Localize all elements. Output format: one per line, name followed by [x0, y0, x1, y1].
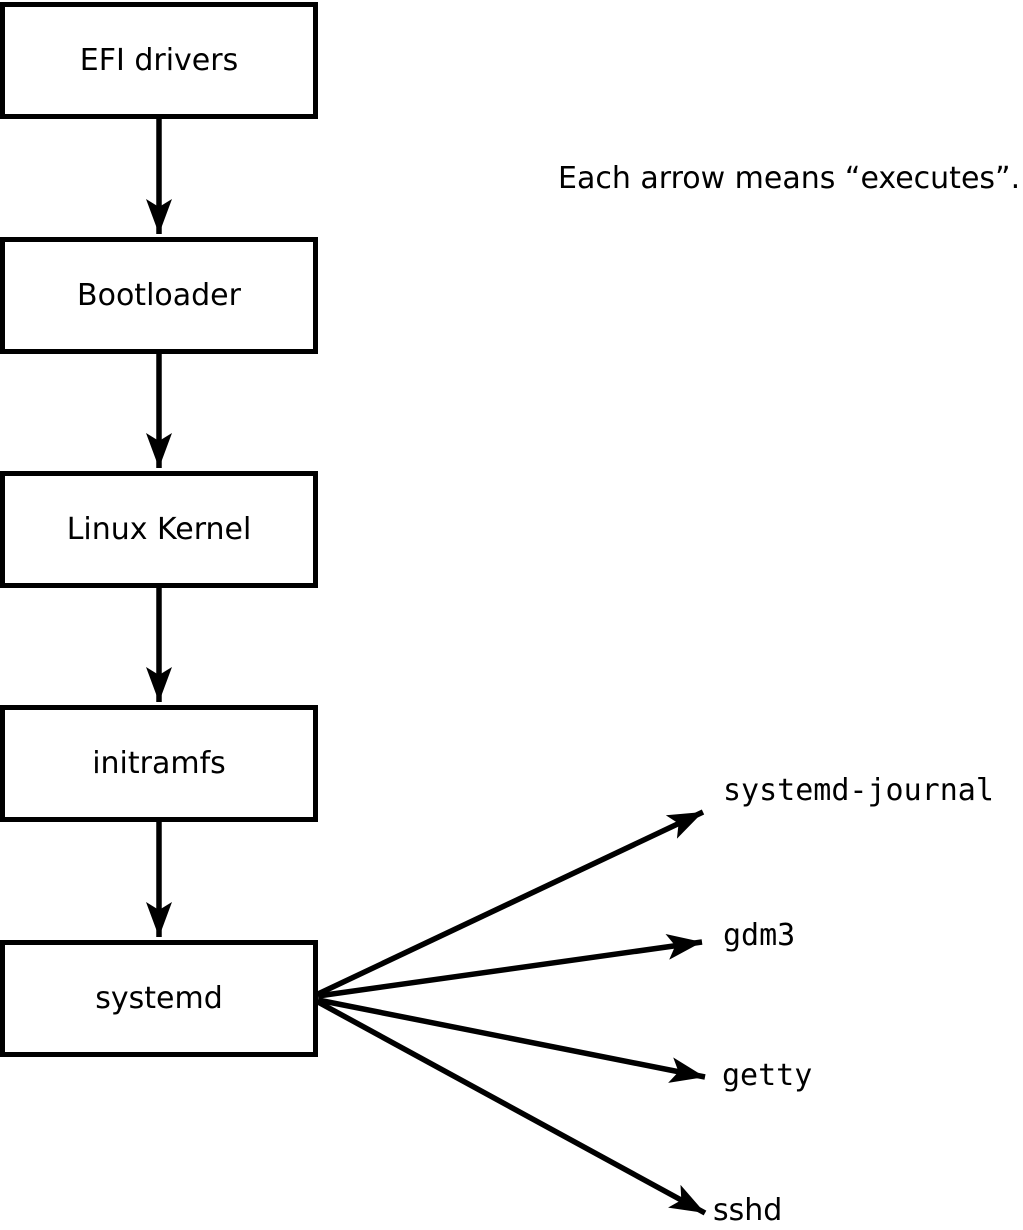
node-bootloader-label: Bootloader — [77, 277, 241, 313]
node-efi-drivers: EFI drivers — [0, 2, 318, 119]
node-systemd-label: systemd — [95, 980, 223, 1016]
node-initramfs: initramfs — [0, 705, 318, 822]
arrow-meaning-note: Each arrow means “executes”. — [558, 161, 1021, 196]
node-bootloader: Bootloader — [0, 237, 318, 354]
leaf-systemd-journal: systemd-journal — [723, 773, 994, 808]
leaf-sshd: sshd — [713, 1193, 783, 1228]
node-initramfs-label: initramfs — [92, 745, 226, 781]
node-efi-drivers-label: EFI drivers — [79, 42, 239, 78]
leaf-gdm3: gdm3 — [723, 918, 796, 953]
edge-systemd-to-gdm3 — [317, 934, 703, 999]
leaf-getty: getty — [722, 1058, 813, 1093]
edge-systemd-to-getty — [317, 997, 706, 1083]
node-linux-kernel: Linux Kernel — [0, 471, 318, 588]
node-systemd: systemd — [0, 940, 318, 1057]
node-linux-kernel-label: Linux Kernel — [66, 511, 252, 547]
edge-systemd-to-sshd — [316, 999, 707, 1216]
edge-systemd-to-journal — [316, 809, 705, 997]
